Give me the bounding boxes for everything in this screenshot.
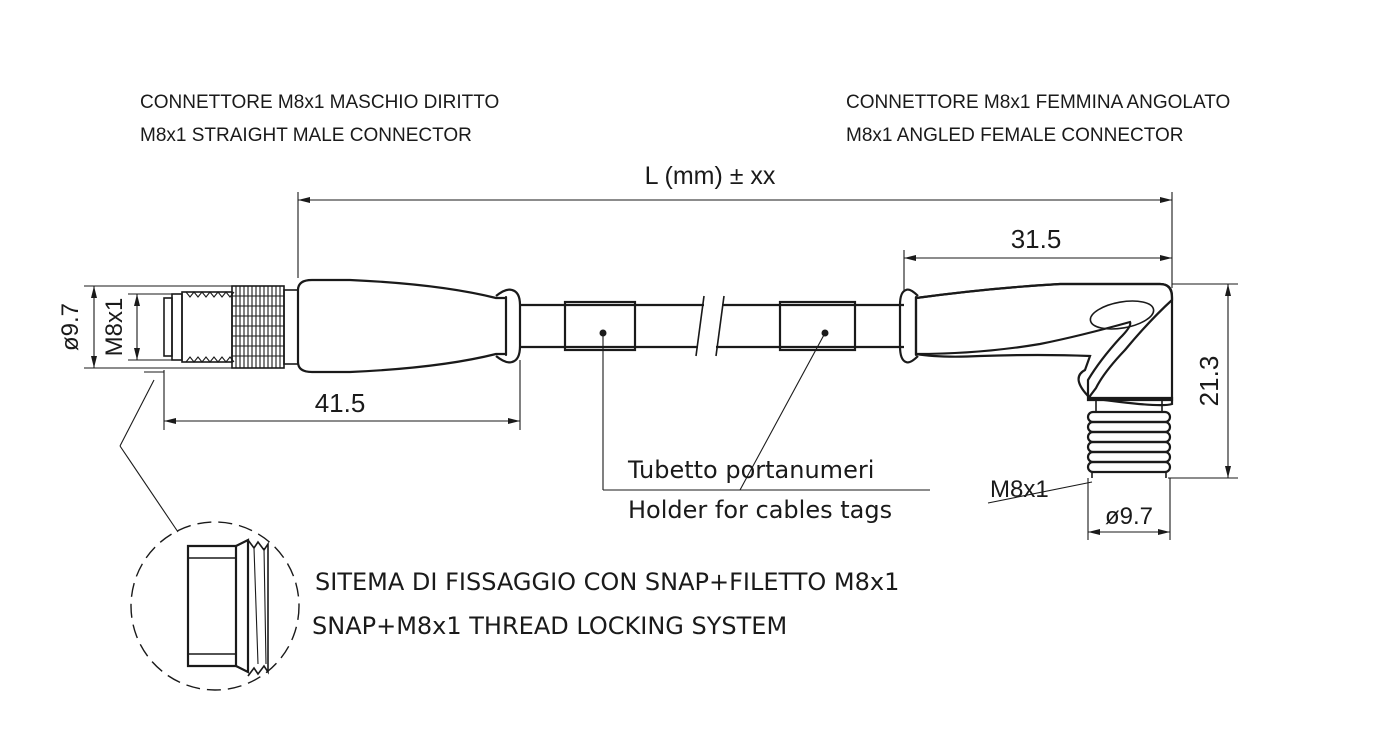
cable bbox=[520, 295, 904, 357]
female-connector bbox=[898, 282, 1174, 478]
tag-holder-left bbox=[563, 300, 637, 352]
male-thread-label: M8x1 bbox=[101, 298, 128, 357]
male-diameter-label: ø9.7 bbox=[57, 303, 84, 351]
male-thread-lines bbox=[185, 291, 235, 363]
locking-system-label-en: SNAP+M8x1 THREAD LOCKING SYSTEM bbox=[312, 612, 787, 640]
female-length-label: 31.5 bbox=[1011, 224, 1062, 254]
male-diameter-dimension: ø9.7 bbox=[57, 285, 232, 369]
female-height-label: 21.3 bbox=[1194, 356, 1224, 407]
male-connector-title-en: M8x1 STRAIGHT MALE CONNECTOR bbox=[140, 125, 472, 146]
male-connector bbox=[163, 278, 522, 374]
tag-holder-right bbox=[778, 300, 857, 352]
female-knurled-nut bbox=[1086, 410, 1172, 474]
cable-break-mark bbox=[695, 295, 705, 357]
female-indicator-lens bbox=[1089, 300, 1155, 330]
male-length-dimension: 41.5 bbox=[163, 360, 521, 430]
overall-length-label: L (mm) ± xx bbox=[645, 162, 776, 190]
tag-holder-label-it: Tubetto portanumeri bbox=[627, 456, 874, 484]
female-height-dimension: 21.3 bbox=[1168, 283, 1238, 479]
male-thread-dimension: M8x1 bbox=[101, 293, 176, 361]
detail-leader bbox=[119, 371, 179, 533]
male-connector-title-it: CONNETTORE M8x1 MASCHIO DIRITTO bbox=[140, 92, 499, 113]
male-body bbox=[296, 278, 508, 374]
female-connector-title-it: CONNETTORE M8x1 FEMMINA ANGOLATO bbox=[846, 92, 1230, 113]
female-connector-title-en: M8x1 ANGLED FEMALE CONNECTOR bbox=[846, 125, 1184, 146]
tag-leader-lines bbox=[602, 332, 930, 491]
tag-holder-label-en: Holder for cables tags bbox=[628, 496, 892, 524]
female-thread-label: M8x1 bbox=[990, 476, 1049, 503]
female-length-dimension: 31.5 bbox=[903, 224, 1172, 292]
overall-length-dimension: L (mm) ± xx bbox=[297, 162, 1173, 288]
locking-system-label-it: SITEMA DI FISSAGGIO CON SNAP+FILETTO M8x… bbox=[315, 568, 899, 596]
male-length-label: 41.5 bbox=[315, 388, 366, 418]
female-body bbox=[914, 282, 1174, 407]
female-diameter-dimension: ø9.7 bbox=[1087, 478, 1171, 540]
detail-circle bbox=[130, 521, 300, 691]
female-diameter-label: ø9.7 bbox=[1105, 503, 1153, 530]
female-thread-callout: M8x1 bbox=[987, 476, 1093, 504]
